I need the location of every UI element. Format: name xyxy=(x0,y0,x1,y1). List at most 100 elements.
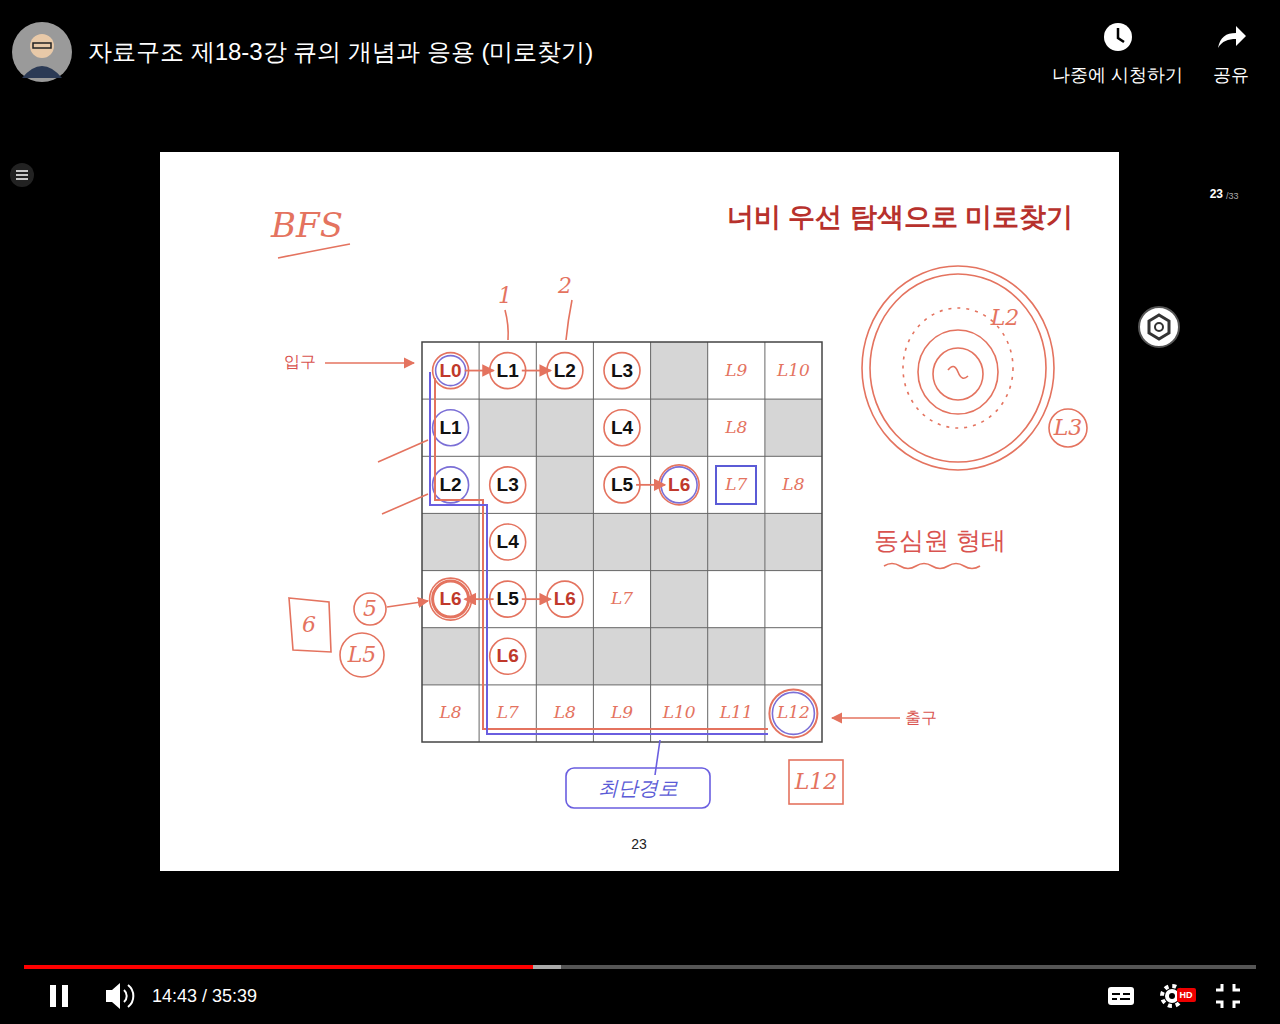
watch-later-label: 나중에 시청하기 xyxy=(1052,65,1183,86)
progress-bar xyxy=(24,965,533,969)
player-controls xyxy=(124,985,133,1007)
maze-cell: L7 xyxy=(609,588,635,610)
maze-cell: L7 xyxy=(723,474,749,496)
annotations xyxy=(354,593,386,625)
maze-grid xyxy=(422,342,822,742)
player-controls xyxy=(106,983,120,1009)
visit-circles xyxy=(433,467,469,503)
maze-cell: L6 xyxy=(666,473,692,497)
annotations xyxy=(278,244,350,258)
visit-arrow xyxy=(636,484,665,486)
cell-label: L7 xyxy=(725,475,747,495)
visit-circles xyxy=(659,465,699,505)
top-bar xyxy=(12,22,72,82)
annotations xyxy=(505,310,508,340)
player-controls xyxy=(1216,984,1240,1008)
annotations xyxy=(387,601,428,607)
cell-label: L1 xyxy=(497,360,519,382)
cell-label: L2 xyxy=(439,474,461,496)
hd-badge: HD xyxy=(1180,990,1193,1000)
cell-label: L8 xyxy=(725,418,747,438)
cell-label: L11 xyxy=(720,704,753,724)
progress-bar xyxy=(24,965,1256,969)
maze-grid xyxy=(536,399,593,456)
cell-label: L9 xyxy=(611,704,633,724)
settings-hexagon xyxy=(1149,315,1169,339)
visit-circles xyxy=(436,356,466,386)
cell-label: L7 xyxy=(611,589,633,609)
annotations xyxy=(325,362,414,364)
maze-cell: L4 xyxy=(609,416,635,440)
cell-label: L10 xyxy=(777,361,810,381)
maze-grid xyxy=(651,399,708,456)
maze-cell: L4 xyxy=(495,530,521,554)
cell-label: L5 xyxy=(497,588,519,610)
handwritten-note: L2 xyxy=(991,305,1020,330)
maze-grid xyxy=(536,513,593,570)
visit-circles xyxy=(490,467,526,503)
callout-number: 1 xyxy=(498,283,512,308)
player-controls xyxy=(1177,988,1196,1002)
annotations xyxy=(789,760,843,804)
page-number: 23 xyxy=(631,836,647,852)
cell-label: L6 xyxy=(554,588,576,610)
annotations xyxy=(862,266,1054,470)
maze-grid xyxy=(479,399,536,456)
maze-grid xyxy=(422,628,479,685)
maze-cell: L9 xyxy=(723,360,749,382)
cell-label: L0 xyxy=(439,360,461,382)
visit-arrow xyxy=(465,598,494,600)
maze-grid xyxy=(651,342,708,399)
maze-cell: L3 xyxy=(495,473,521,497)
slide xyxy=(160,152,1119,871)
maze-cell: L6 xyxy=(552,587,578,611)
cell-label: L1 xyxy=(439,417,461,439)
top-bar xyxy=(33,43,51,48)
annotations xyxy=(832,717,900,719)
annotations xyxy=(870,274,1046,462)
cell-label: L5 xyxy=(611,474,633,496)
entrance-label: 입구 xyxy=(284,353,316,371)
annotations xyxy=(278,244,1087,804)
cell-label: L2 xyxy=(554,360,576,382)
visit-circles xyxy=(661,467,697,503)
exit-label: 출구 xyxy=(905,709,937,727)
shortest-path-label: 최단경로 xyxy=(598,777,678,800)
maze-cell: L9 xyxy=(609,703,635,725)
visit-circles xyxy=(433,353,469,389)
handwritten-note: BFS xyxy=(271,206,343,245)
cell-label: L8 xyxy=(554,704,576,724)
maze-cell: L10 xyxy=(661,703,698,725)
maze-grid xyxy=(708,628,765,685)
top-bar xyxy=(30,34,54,58)
maze-grid xyxy=(422,513,479,570)
annotations xyxy=(933,348,983,400)
maze-cell: L11 xyxy=(718,703,755,725)
player-controls xyxy=(50,983,1240,1009)
slide-total: /33 xyxy=(1226,191,1239,201)
cell-label: L10 xyxy=(663,704,696,724)
slide-counter: 23 xyxy=(1210,188,1223,202)
callout-number: 6 xyxy=(302,612,316,637)
annotations xyxy=(884,564,980,569)
progress-bar xyxy=(24,965,561,969)
player-controls xyxy=(1108,987,1134,1005)
visit-circles xyxy=(490,581,526,617)
cell-label: L8 xyxy=(440,704,462,724)
player-controls xyxy=(50,985,56,1007)
maze-grid xyxy=(422,342,822,742)
cell-label: L8 xyxy=(782,475,804,495)
visit-circles xyxy=(547,353,583,389)
cell-label: L7 xyxy=(497,704,519,724)
handwritten-note: L3 xyxy=(1054,415,1083,440)
annotations xyxy=(1049,409,1087,447)
annotations xyxy=(566,300,572,340)
maze-cell: L0 xyxy=(437,359,463,383)
maze-grid xyxy=(765,399,822,456)
top-bar xyxy=(1104,23,1132,51)
maze-cell: L2 xyxy=(437,473,463,497)
callout-number: 5 xyxy=(363,596,377,621)
